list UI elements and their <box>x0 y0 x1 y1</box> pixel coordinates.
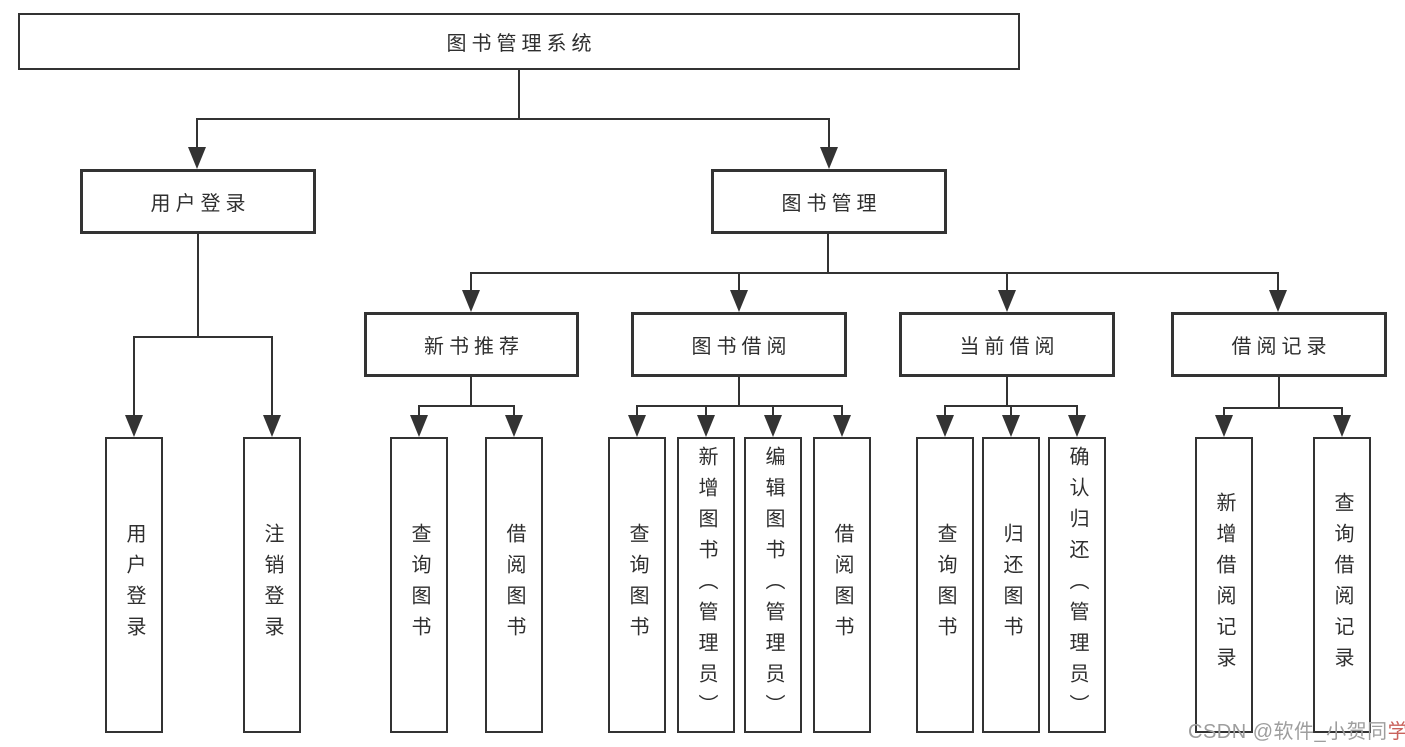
connector-line <box>828 118 830 148</box>
leaf-query-books-borrow: 查询图书 <box>608 437 666 733</box>
leaf-edit-books-admin-label: 编辑图书（管理员） <box>762 445 784 725</box>
leaf-add-borrow-record: 新增借阅记录 <box>1195 437 1253 733</box>
leaf-query-books-current-label: 查询图书 <box>934 523 956 647</box>
connector-line <box>418 405 515 407</box>
node-user-login-label: 用户登录 <box>150 193 251 215</box>
node-root: 图书管理系统 <box>18 13 1020 70</box>
arrow-down-icon <box>697 415 715 437</box>
leaf-logout: 注销登录 <box>243 437 301 733</box>
leaf-query-books-borrow-label: 查询图书 <box>626 523 648 647</box>
arrow-down-icon <box>188 147 206 169</box>
arrow-down-icon <box>820 147 838 169</box>
connector-line <box>518 70 520 119</box>
node-book-borrow-label: 图书借阅 <box>691 336 792 358</box>
leaf-edit-books-admin: 编辑图书（管理员） <box>744 437 802 733</box>
node-new-book-recommend-label: 新书推荐 <box>424 336 524 358</box>
arrow-down-icon <box>1002 415 1020 437</box>
connector-line <box>827 234 829 274</box>
leaf-query-borrow-record-label: 查询借阅记录 <box>1331 492 1353 678</box>
watermark-accent-text: 学 <box>1387 721 1405 743</box>
connector-line <box>1277 272 1279 292</box>
leaf-add-books-admin-label: 新增图书（管理员） <box>695 445 717 725</box>
connector-line <box>841 405 843 417</box>
connector-line <box>196 118 830 120</box>
leaf-confirm-return-admin-label: 确认归还（管理员） <box>1066 445 1088 725</box>
leaf-add-books-admin: 新增图书（管理员） <box>677 437 735 733</box>
connector-line <box>1278 377 1280 408</box>
arrow-down-icon <box>1215 415 1233 437</box>
leaf-borrow-books: 借阅图书 <box>813 437 871 733</box>
connector-line <box>1223 407 1225 417</box>
arrow-down-icon <box>764 415 782 437</box>
node-new-book-recommend: 新书推荐 <box>364 312 579 377</box>
leaf-logout-label: 注销登录 <box>261 523 283 647</box>
node-current-borrow: 当前借阅 <box>899 312 1115 377</box>
node-borrow-record-label: 借阅记录 <box>1231 336 1332 358</box>
node-book-management-label: 图书管理 <box>781 193 882 215</box>
connector-line <box>1223 407 1343 409</box>
connector-line <box>470 272 1279 274</box>
connector-line <box>738 272 740 292</box>
watermark-text: CSDN @软件_小贺同 <box>1188 721 1388 743</box>
connector-line <box>470 272 472 292</box>
connector-line <box>705 405 707 417</box>
leaf-borrow-books-label: 借阅图书 <box>831 523 853 647</box>
leaf-return-books: 归还图书 <box>982 437 1040 733</box>
leaf-confirm-return-admin: 确认归还（管理员） <box>1048 437 1106 733</box>
leaf-user-login: 用户登录 <box>105 437 163 733</box>
arrow-down-icon <box>462 290 480 312</box>
connector-line <box>513 405 515 417</box>
connector-line <box>418 405 420 417</box>
leaf-add-borrow-record-label: 新增借阅记录 <box>1213 492 1235 678</box>
connector-line <box>197 234 199 337</box>
arrow-down-icon <box>936 415 954 437</box>
connector-line <box>636 405 843 407</box>
arrow-down-icon <box>410 415 428 437</box>
arrow-down-icon <box>263 415 281 437</box>
connector-line <box>133 336 135 416</box>
arrow-down-icon <box>505 415 523 437</box>
connector-line <box>133 336 273 338</box>
connector-line <box>1010 405 1012 417</box>
watermark: CSDN @软件_小贺同学 <box>1188 715 1405 744</box>
connector-line <box>738 377 740 406</box>
node-current-borrow-label: 当前借阅 <box>959 336 1060 358</box>
connector-line <box>196 118 198 148</box>
node-borrow-record: 借阅记录 <box>1171 312 1387 377</box>
connector-line <box>1006 272 1008 292</box>
leaf-return-books-label: 归还图书 <box>1000 523 1022 647</box>
arrow-down-icon <box>998 290 1016 312</box>
leaf-query-books-recommend-label: 查询图书 <box>408 523 430 647</box>
connector-line <box>1006 377 1008 406</box>
connector-line <box>944 405 946 417</box>
leaf-query-books-current: 查询图书 <box>916 437 974 733</box>
connector-line <box>772 405 774 417</box>
arrow-down-icon <box>833 415 851 437</box>
connector-line <box>1341 407 1343 417</box>
leaf-query-books-recommend: 查询图书 <box>390 437 448 733</box>
node-book-management: 图书管理 <box>711 169 947 234</box>
arrow-down-icon <box>1269 290 1287 312</box>
leaf-borrow-books-recommend-label: 借阅图书 <box>503 523 525 647</box>
leaf-borrow-books-recommend: 借阅图书 <box>485 437 543 733</box>
connector-line <box>271 336 273 416</box>
arrow-down-icon <box>1333 415 1351 437</box>
arrow-down-icon <box>730 290 748 312</box>
connector-line <box>470 377 472 406</box>
connector-line <box>636 405 638 417</box>
arrow-down-icon <box>1068 415 1086 437</box>
node-root-label: 图书管理系统 <box>446 33 597 55</box>
node-user-login: 用户登录 <box>80 169 316 234</box>
connector-line <box>1076 405 1078 417</box>
leaf-query-borrow-record: 查询借阅记录 <box>1313 437 1371 733</box>
node-book-borrow: 图书借阅 <box>631 312 847 377</box>
arrow-down-icon <box>125 415 143 437</box>
arrow-down-icon <box>628 415 646 437</box>
leaf-user-login-label: 用户登录 <box>123 523 145 647</box>
